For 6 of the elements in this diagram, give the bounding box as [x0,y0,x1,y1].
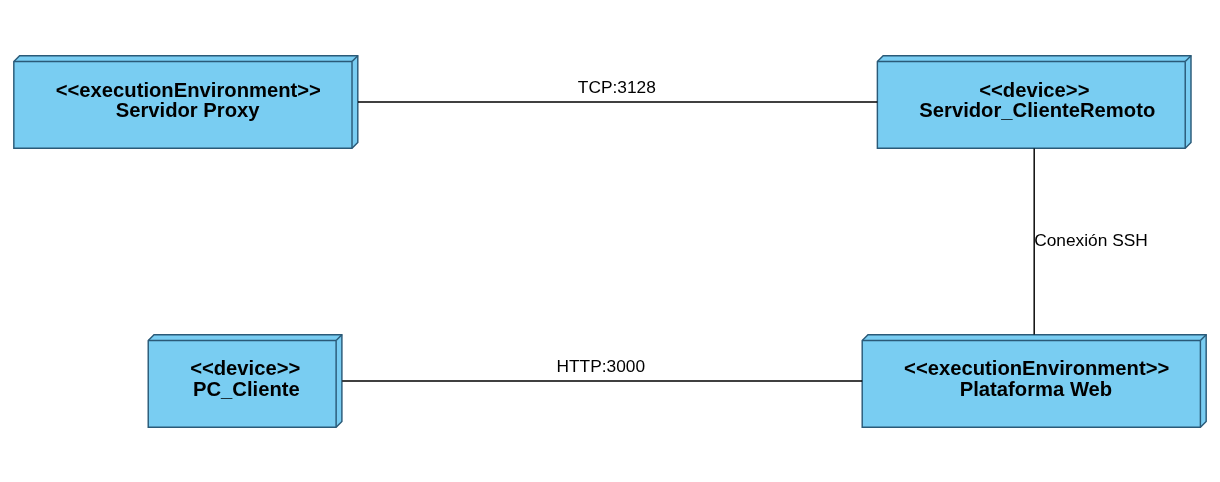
connector [1033,147,1035,335]
edge-label: HTTP:3000 [556,355,646,376]
edge-label: Conexión SSH [1034,229,1148,250]
edge-label: TCP:3128 [577,76,656,97]
connector [341,379,863,382]
connector [357,100,878,103]
